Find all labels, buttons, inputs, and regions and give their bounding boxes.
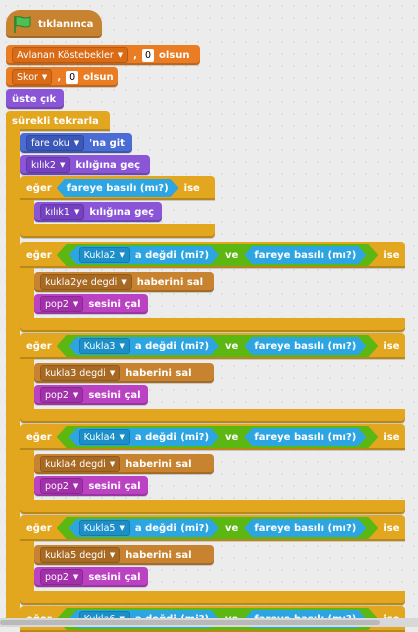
costume-dropdown[interactable]: kılık2▼ [26, 157, 71, 173]
sound-dropdown[interactable]: pop2▼ [40, 387, 84, 403]
sprite-dropdown[interactable]: Kukla2▼ [79, 247, 130, 263]
go-to-block[interactable]: fare oku▼ 'na git [20, 133, 132, 153]
if-block-end [20, 409, 405, 423]
variable-dropdown[interactable]: Skor▼ [12, 69, 53, 85]
chevron-down-icon: ▼ [109, 369, 116, 377]
if-block-end [20, 591, 405, 605]
chevron-down-icon: ▼ [117, 51, 124, 59]
mouse-down-condition[interactable]: fareye basılı (mı?) [244, 337, 366, 355]
message-dropdown[interactable]: kukla3 degdi▼ [40, 365, 121, 381]
chevron-down-icon: ▼ [72, 391, 79, 399]
sound-dropdown[interactable]: pop2▼ [40, 569, 84, 585]
costume-dropdown[interactable]: kılık1▼ [40, 204, 85, 220]
chevron-down-icon: ▼ [72, 482, 79, 490]
go-to-front-block[interactable]: üste çık [6, 89, 64, 109]
and-label: ve [225, 522, 239, 534]
if-arm [20, 359, 34, 409]
if-block-end [20, 318, 405, 332]
value-input[interactable]: 0 [66, 70, 79, 84]
message-dropdown[interactable]: kukla4 degdi▼ [40, 456, 121, 472]
variable-dropdown[interactable]: Avlanan Köstebekler▼ [12, 47, 129, 63]
olsun-label: olsun [159, 49, 190, 61]
mouse-down-condition[interactable]: fareye basılı (mı?) [244, 246, 366, 264]
and-operator[interactable]: Kukla3▼a değdi (mi?) ve fareye basılı (mı?… [57, 335, 379, 357]
if-arm [20, 268, 34, 318]
sprite-dropdown[interactable]: Kukla4▼ [79, 429, 130, 445]
play-sound-block[interactable]: pop2▼sesini çal [34, 567, 148, 587]
touching-condition[interactable]: Kukla3▼a değdi (mi?) [69, 337, 219, 355]
scrollbar-thumb[interactable] [0, 620, 380, 625]
and-operator[interactable]: Kukla5▼a değdi (mi?) ve fareye basılı (mı?… [57, 517, 379, 539]
and-label: ve [225, 249, 239, 261]
and-operator[interactable]: Kukla2▼a değdi (mi?) ve fareye basılı (mı?… [57, 244, 379, 266]
set-score-block[interactable]: Skor▼ , 0 olsun [6, 67, 118, 87]
touching-condition[interactable]: Kukla5▼a değdi (mi?) [69, 519, 219, 537]
broadcast-block[interactable]: kukla3 degdi▼haberini sal [34, 363, 214, 383]
play-sound-block[interactable]: pop2▼sesini çal [34, 385, 148, 405]
sprite-dropdown[interactable]: Kukla5▼ [79, 520, 130, 536]
touching-condition[interactable]: Kukla2▼a değdi (mi?) [69, 246, 219, 264]
broadcast-block[interactable]: kukla5 degdi▼haberini sal [34, 545, 214, 565]
chevron-down-icon: ▼ [72, 300, 79, 308]
chevron-down-icon: ▼ [59, 161, 66, 169]
and-label: ve [225, 431, 239, 443]
chevron-down-icon: ▼ [119, 342, 125, 350]
if-arm [20, 200, 34, 224]
chevron-down-icon: ▼ [73, 208, 80, 216]
touching-condition[interactable]: Kukla4▼a değdi (mi?) [69, 428, 219, 446]
sound-dropdown[interactable]: pop2▼ [40, 296, 84, 312]
if-block-end [20, 500, 405, 514]
if-block-end [20, 224, 215, 238]
chevron-down-icon: ▼ [41, 73, 48, 81]
sprite-dropdown[interactable]: Kukla3▼ [79, 338, 130, 354]
chevron-down-icon: ▼ [109, 551, 116, 559]
olsun-label: olsun [83, 71, 114, 83]
green-flag-icon [14, 16, 31, 33]
play-sound-block[interactable]: pop2▼sesini çal [34, 294, 148, 314]
and-label: ve [225, 340, 239, 352]
chevron-down-icon: ▼ [119, 251, 125, 259]
forever-arm [6, 129, 20, 618]
chevron-down-icon: ▼ [119, 524, 125, 532]
when-flag-clicked-block[interactable]: tıklanınca [6, 10, 102, 38]
set-variable-block[interactable]: Avlanan Köstebekler▼ , 0 olsun [6, 45, 200, 65]
switch-costume-block[interactable]: kılık1▼ kılığına geç [34, 202, 162, 222]
chevron-down-icon: ▼ [73, 139, 80, 147]
broadcast-block[interactable]: kukla2ye degdi▼haberini sal [34, 272, 214, 292]
message-dropdown[interactable]: kukla2ye degdi▼ [40, 274, 132, 290]
horizontal-scrollbar[interactable] [0, 618, 418, 627]
play-sound-block[interactable]: pop2▼sesini çal [34, 476, 148, 496]
chevron-down-icon: ▼ [72, 573, 79, 581]
mouse-down-condition[interactable]: fareye basılı (mı?) [57, 179, 179, 197]
switch-costume-block[interactable]: kılık2▼ kılığına geç [20, 155, 150, 175]
value-input[interactable]: 0 [141, 48, 155, 62]
message-dropdown[interactable]: kukla5 degdi▼ [40, 547, 121, 563]
chevron-down-icon: ▼ [109, 460, 116, 468]
broadcast-block[interactable]: kukla4 degdi▼haberini sal [34, 454, 214, 474]
chevron-down-icon: ▼ [121, 278, 127, 286]
and-operator[interactable]: Kukla4▼a değdi (mi?) ve fareye basılı (mı?… [57, 426, 379, 448]
target-dropdown[interactable]: fare oku▼ [26, 135, 85, 151]
if-arm [20, 450, 34, 500]
mouse-down-condition[interactable]: fareye basılı (mı?) [244, 519, 366, 537]
hat-label: tıklanınca [38, 18, 94, 30]
forever-block[interactable]: sürekli tekrarla [6, 111, 110, 131]
mouse-down-condition[interactable]: fareye basılı (mı?) [244, 428, 366, 446]
chevron-down-icon: ▼ [119, 433, 125, 441]
if-block[interactable]: eğer fareye basılı (mı?) ise [20, 176, 215, 200]
if-arm [20, 541, 34, 591]
sound-dropdown[interactable]: pop2▼ [40, 478, 84, 494]
